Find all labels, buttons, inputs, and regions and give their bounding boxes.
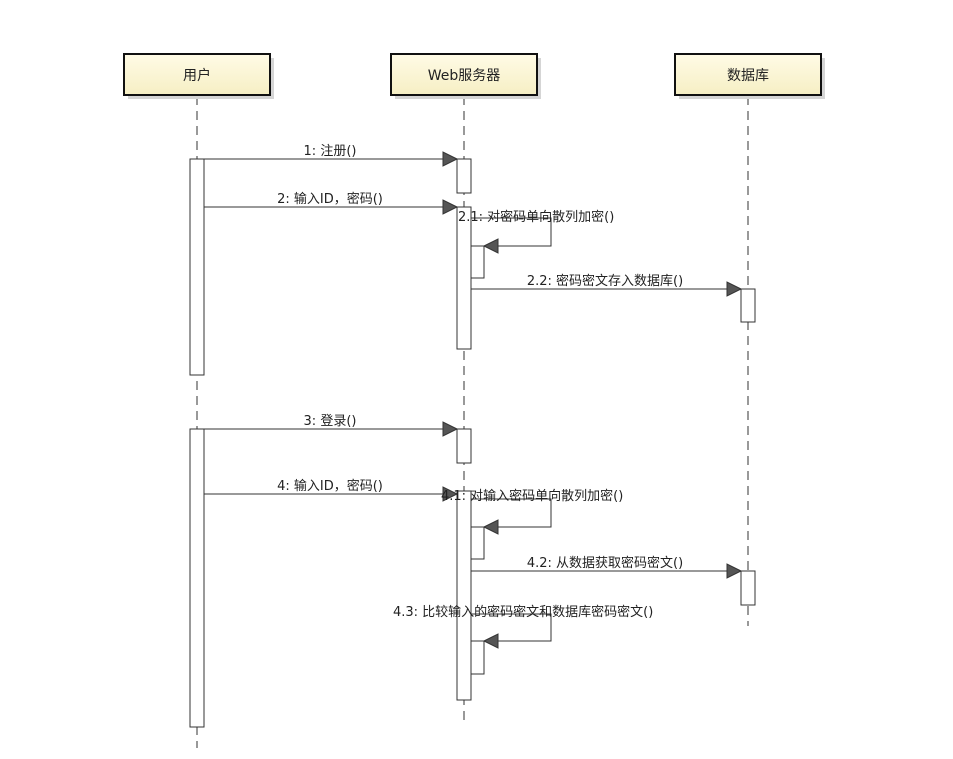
activation-web-4 [456, 490, 472, 701]
message-4-1-label: 4.1: 对输入密码单向散列加密() [441, 488, 623, 504]
message-2-1: 2.1: 对密码单向散列加密() [458, 209, 614, 254]
participant-user: 用户 [123, 53, 274, 99]
message-2-1-label: 2.1: 对密码单向散列加密() [458, 209, 614, 225]
participant-db: 数据库 [674, 53, 825, 99]
message-2-2: 2.2: 密码密文存入数据库() [471, 273, 743, 297]
activation-web-1 [456, 158, 472, 194]
activation-web-self-4-1 [470, 526, 485, 560]
message-4: 4: 输入ID，密码() [204, 478, 459, 502]
message-3-label: 3: 登录() [304, 414, 357, 429]
message-1-label: 1: 注册() [304, 144, 357, 159]
activation-db-1 [740, 288, 756, 323]
message-4-3: 4.3: 比较输入的密码密文和数据库密码密文() [393, 604, 653, 649]
message-4-3-label: 4.3: 比较输入的密码密文和数据库密码密文() [393, 604, 653, 620]
participant-user-label: 用户 [183, 67, 211, 84]
activation-web-self-4-3 [470, 640, 485, 675]
activation-user-2 [189, 428, 205, 728]
activation-web-self-2-1 [470, 245, 485, 279]
message-2: 2: 输入ID，密码() [204, 191, 459, 215]
activation-user-1 [189, 158, 205, 376]
message-4-2: 4.2: 从数据获取密码密文() [471, 555, 743, 579]
message-4-2-label: 4.2: 从数据获取密码密文() [527, 555, 683, 571]
message-4-label: 4: 输入ID，密码() [277, 478, 383, 494]
message-2-label: 2: 输入ID，密码() [277, 191, 383, 207]
message-3: 3: 登录() [204, 414, 459, 437]
message-1: 1: 注册() [204, 144, 459, 167]
participant-web: Web服务器 [390, 53, 541, 99]
activation-db-2 [740, 570, 756, 606]
message-4-1: 4.1: 对输入密码单向散列加密() [441, 488, 623, 535]
participant-web-label: Web服务器 [428, 68, 501, 84]
activation-web-2 [456, 206, 472, 350]
participant-db-label: 数据库 [727, 68, 769, 84]
activation-web-3 [456, 428, 472, 464]
message-2-2-label: 2.2: 密码密文存入数据库() [527, 273, 683, 289]
